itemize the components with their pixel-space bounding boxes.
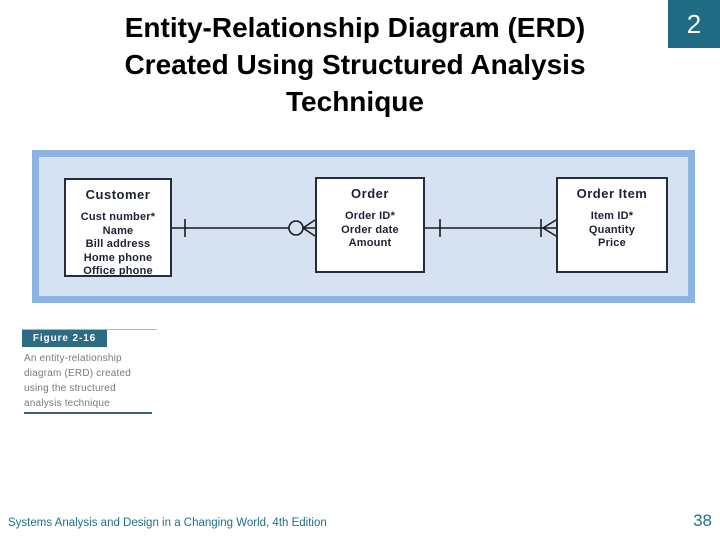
attribute: Order date	[341, 223, 399, 236]
slide-title: Entity-Relationship Diagram (ERD) Create…	[60, 9, 650, 120]
caption-line: diagram (ERD) created	[24, 368, 132, 379]
footer-text: Systems Analysis and Design in a Changin…	[8, 517, 327, 529]
entity-name: Order Item	[576, 186, 648, 201]
attribute: Price	[598, 237, 626, 249]
entity-name: Customer	[85, 187, 151, 202]
figure-divider-bottom	[24, 412, 152, 414]
entity-attributes: Order ID* Order date Amount	[317, 210, 423, 251]
title-line-2: Created Using Structured Analysis	[124, 49, 586, 80]
slide-number-badge: 2	[668, 0, 720, 48]
attribute: Bill address	[85, 238, 151, 250]
entity-box-order: Order Order ID* Order date Amount	[315, 177, 425, 273]
caption-line: An entity-relationship	[24, 353, 122, 364]
attribute: Home phone	[83, 251, 153, 264]
attribute: Cust number*	[80, 211, 156, 223]
entity-attributes: Cust number* Name Bill address Home phon…	[66, 211, 170, 279]
title-line-1: Entity-Relationship Diagram (ERD)	[124, 12, 586, 43]
attribute: Item ID*	[590, 210, 634, 222]
attribute: Quantity	[588, 223, 636, 236]
page-number: 38	[693, 511, 712, 530]
figure-caption: An entity-relationship diagram (ERD) cre…	[24, 351, 159, 411]
figure-label: Figure 2-16	[22, 330, 107, 347]
entity-attributes: Item ID* Quantity Price	[558, 210, 666, 251]
title-line-3: Technique	[286, 86, 424, 117]
caption-line: using the structured	[24, 383, 116, 394]
caption-line: analysis technique	[24, 398, 110, 409]
attribute: Order ID*	[344, 210, 396, 222]
entity-box-customer: Customer Cust number* Name Bill address …	[64, 178, 172, 277]
entity-name: Order	[351, 186, 389, 201]
figure-divider-top	[22, 329, 157, 330]
entity-box-order-item: Order Item Item ID* Quantity Price	[556, 177, 668, 273]
attribute: Name	[102, 224, 134, 237]
attribute: Amount	[348, 237, 392, 249]
attribute: Office phone	[83, 265, 153, 277]
